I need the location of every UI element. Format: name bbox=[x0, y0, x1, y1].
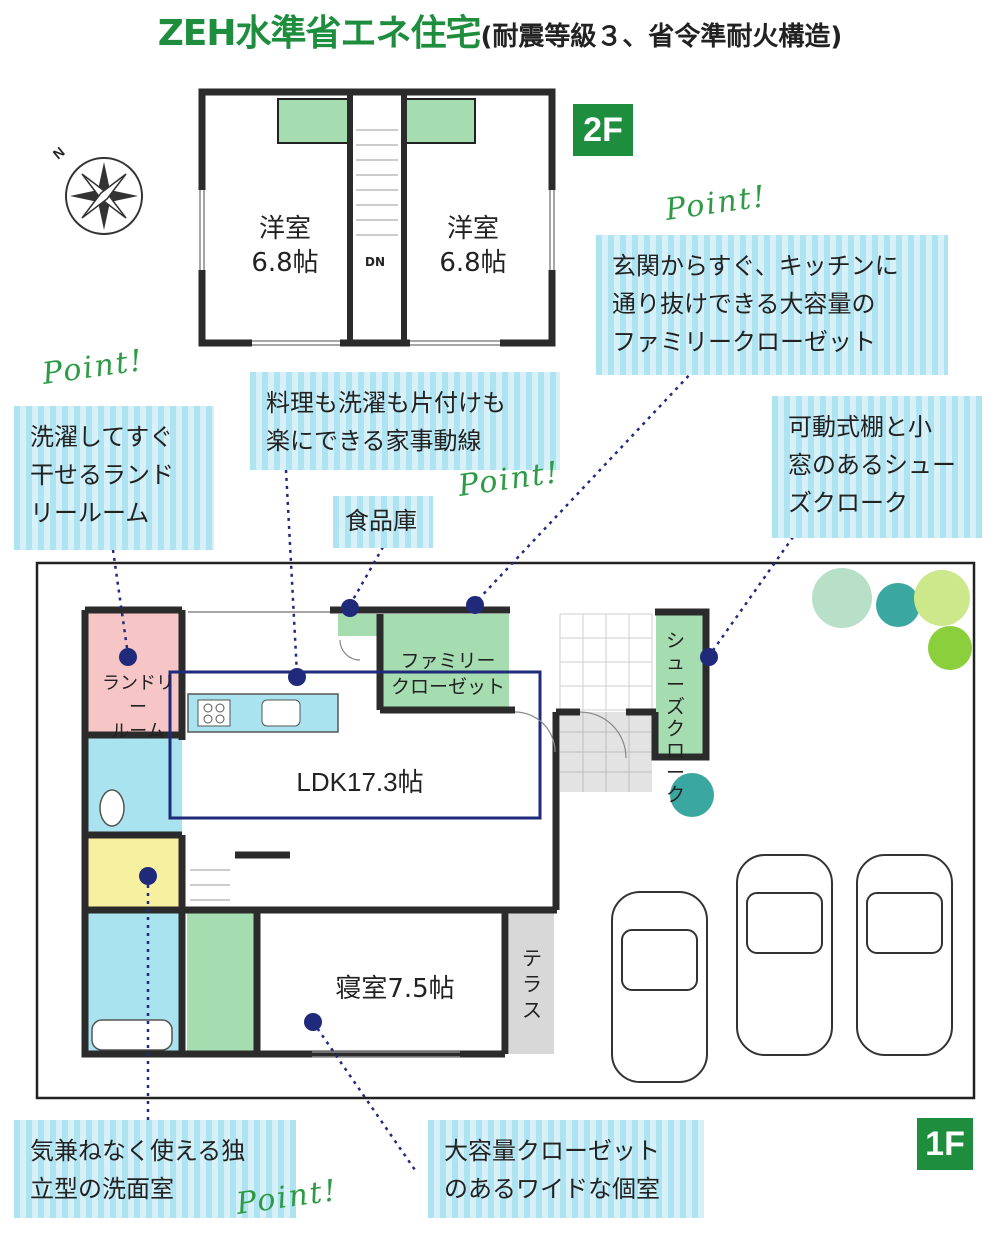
callout-laundry-line1: 洗濯してすぐ bbox=[30, 423, 174, 451]
shoe-cloak bbox=[656, 612, 706, 757]
second-floor-plan bbox=[198, 88, 556, 347]
terrace bbox=[509, 912, 554, 1054]
callout-flow: 料理も洗濯も片付けも 楽にできる家事動線 bbox=[250, 372, 560, 470]
page-title: ZEH水準省エネ住宅(耐震等級３、省令準耐火構造) bbox=[0, 4, 1000, 56]
pantry bbox=[338, 614, 380, 636]
bedroom-label: 寝室7.5帖 bbox=[335, 974, 455, 1004]
title-sub: (耐震等級３、省令準耐火構造) bbox=[480, 22, 843, 52]
callout-pantry: 食品庫 bbox=[333, 496, 433, 548]
callout-washroom: 気兼ねなく使える独 立型の洗面室 bbox=[14, 1120, 296, 1218]
callout-flow-line1: 料理も洗濯も片付けも bbox=[266, 389, 506, 417]
callout-shoe-cloak-line3: ズクローク bbox=[788, 489, 908, 517]
callout-shoe-cloak-line1: 可動式棚と小 bbox=[788, 413, 932, 441]
callout-family-closet-line1: 玄関からすぐ、キッチンに bbox=[612, 252, 899, 280]
washroom bbox=[85, 837, 182, 909]
callout-laundry-line3: リールーム bbox=[30, 499, 150, 527]
ldk-label: LDK17.3帖 bbox=[296, 767, 424, 797]
callout-family-closet-line2: 通り抜けできる大容量の bbox=[612, 290, 876, 318]
callout-dots bbox=[119, 596, 718, 1031]
callout-shoe-cloak: 可動式棚と小 窓のあるシュー ズクローク bbox=[772, 396, 982, 538]
callout-laundry-line2: 干せるランド bbox=[30, 461, 174, 489]
shoe-cloak-label: シューズクローク bbox=[666, 630, 686, 806]
floor-badge-1f: 1F bbox=[917, 1118, 973, 1170]
room-2f-right-name: 洋室 bbox=[446, 214, 499, 244]
floor-badge-2f: 2F bbox=[573, 104, 633, 156]
garden-trees bbox=[670, 568, 972, 817]
ldk-outline bbox=[168, 670, 542, 820]
callout-washroom-line1: 気兼ねなく使える独 bbox=[30, 1137, 246, 1165]
title-main: ZEH水準省エネ住宅 bbox=[157, 13, 482, 54]
bedroom-closet bbox=[187, 912, 257, 1054]
callout-laundry: 洗濯してすぐ 干せるランド リールーム bbox=[14, 406, 214, 550]
site-boundary bbox=[35, 561, 976, 1100]
terrace-label: テラス bbox=[522, 946, 542, 1022]
first-floor-plan bbox=[35, 561, 976, 1100]
callout-bedroom: 大容量クローゼット のあるワイドな個室 bbox=[428, 1120, 704, 1218]
stair-down-mark: DN bbox=[365, 255, 386, 269]
callout-bedroom-line2: のあるワイドな個室 bbox=[444, 1175, 660, 1203]
laundry-label: ランドリー ルーム bbox=[96, 672, 180, 744]
callout-shoe-cloak-line2: 窓のあるシュー bbox=[788, 451, 956, 479]
room-2f-left-name: 洋室 bbox=[258, 214, 311, 244]
compass-icon: N bbox=[50, 144, 143, 235]
closet-2f-left bbox=[277, 98, 349, 144]
laundry-label-line1: ランドリー bbox=[102, 673, 174, 718]
callout-flow-line2: 楽にできる家事動線 bbox=[266, 427, 482, 455]
laundry-label-line2: ルーム bbox=[111, 721, 165, 742]
callout-washroom-line2: 立型の洗面室 bbox=[30, 1175, 174, 1203]
toilet-room bbox=[85, 738, 182, 832]
family-closet bbox=[383, 614, 509, 708]
callout-family-closet: 玄関からすぐ、キッチンに 通り抜けできる大容量の ファミリークローゼット bbox=[596, 235, 948, 375]
room-2f-right-size: 6.8帖 bbox=[439, 248, 507, 278]
family-closet-label-line2: クローゼット bbox=[390, 676, 505, 698]
closet-2f-right bbox=[404, 98, 476, 144]
room-2f-right-label: 洋室 6.8帖 bbox=[418, 212, 528, 280]
callout-pantry-text: 食品庫 bbox=[345, 507, 417, 535]
room-2f-left-size: 6.8帖 bbox=[251, 248, 319, 278]
laundry-room bbox=[85, 610, 181, 735]
parking-cars bbox=[611, 854, 953, 1083]
family-closet-label-line1: ファミリー bbox=[400, 650, 496, 672]
room-2f-left-label: 洋室 6.8帖 bbox=[230, 212, 340, 280]
svg-text:N: N bbox=[50, 144, 68, 163]
callout-bedroom-line1: 大容量クローゼット bbox=[444, 1137, 660, 1165]
callout-family-closet-line3: ファミリークローゼット bbox=[612, 328, 876, 356]
family-closet-label: ファミリー クローゼット bbox=[390, 648, 506, 700]
leader-lines bbox=[111, 369, 795, 1171]
